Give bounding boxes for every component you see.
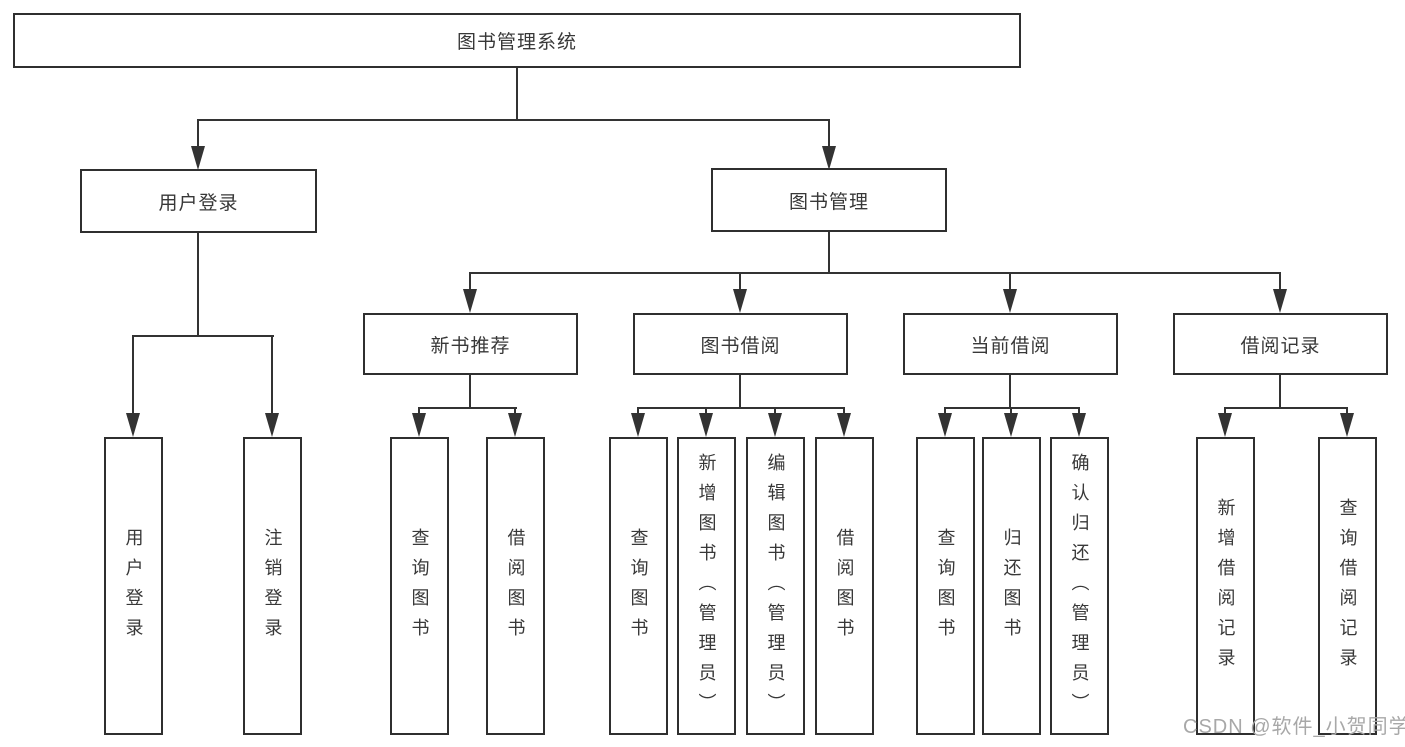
connector-drop bbox=[774, 407, 776, 415]
connector-drop bbox=[843, 407, 845, 415]
connector-root-stem bbox=[516, 68, 518, 121]
arrow-down-icon bbox=[1003, 289, 1017, 313]
connector-drop-leaf-logout bbox=[271, 335, 273, 415]
connector-drop bbox=[1346, 407, 1348, 415]
arrow-down-icon bbox=[768, 413, 782, 437]
leaf-query-books-borrowing: 查询图书 bbox=[609, 437, 668, 735]
arrow-down-icon bbox=[191, 146, 205, 170]
connector-root-branch bbox=[198, 119, 830, 121]
node-user-login: 用户登录 bbox=[80, 169, 317, 233]
connector-drop-book-management bbox=[828, 119, 830, 148]
connector-drop bbox=[944, 407, 946, 415]
connector-drop bbox=[1224, 407, 1226, 415]
arrow-down-icon bbox=[733, 289, 747, 313]
connector-borrowing-branch bbox=[637, 407, 845, 409]
csdn-watermark: CSDN @软件_小贺同学 bbox=[1183, 716, 1405, 738]
connector-drop bbox=[514, 407, 516, 415]
connector-drop bbox=[418, 407, 420, 415]
leaf-query-borrow-record: 查询借阅记录 bbox=[1318, 437, 1377, 735]
leaf-return-books: 归还图书 bbox=[982, 437, 1041, 735]
arrow-down-icon bbox=[822, 146, 836, 170]
arrow-down-icon bbox=[463, 289, 477, 313]
leaf-user-login: 用户登录 bbox=[104, 437, 163, 735]
leaf-confirm-return-admin: 确认归还（管理员） bbox=[1050, 437, 1109, 735]
connector-book-management-stem bbox=[828, 232, 830, 274]
connector-book-management-branch bbox=[469, 272, 1281, 274]
arrow-down-icon bbox=[938, 413, 952, 437]
node-book-borrowing: 图书借阅 bbox=[633, 313, 848, 375]
connector-drop-new-book bbox=[469, 272, 471, 291]
connector-drop-borrowing bbox=[739, 272, 741, 291]
connector-new-book-branch bbox=[418, 407, 517, 409]
arrow-down-icon bbox=[508, 413, 522, 437]
arrow-down-icon bbox=[265, 413, 279, 437]
connector-drop bbox=[637, 407, 639, 415]
leaf-borrow-books-recommend: 借阅图书 bbox=[486, 437, 545, 735]
connector-current-stem bbox=[1009, 375, 1011, 409]
connector-records-branch bbox=[1224, 407, 1348, 409]
connector-borrowing-stem bbox=[739, 375, 741, 409]
connector-drop-leaf-user-login bbox=[132, 335, 134, 415]
leaf-query-books-current: 查询图书 bbox=[916, 437, 975, 735]
arrow-down-icon bbox=[1340, 413, 1354, 437]
leaf-edit-books-admin: 编辑图书（管理员） bbox=[746, 437, 805, 735]
connector-user-login-stem bbox=[197, 233, 199, 337]
arrow-down-icon bbox=[1004, 413, 1018, 437]
leaf-add-books-admin: 新增图书（管理员） bbox=[677, 437, 736, 735]
node-new-book-recommendation: 新书推荐 bbox=[363, 313, 578, 375]
connector-drop-records bbox=[1279, 272, 1281, 291]
node-current-borrowing: 当前借阅 bbox=[903, 313, 1118, 375]
connector-drop bbox=[705, 407, 707, 415]
leaf-query-books-recommend: 查询图书 bbox=[390, 437, 449, 735]
arrow-down-icon bbox=[412, 413, 426, 437]
arrow-down-icon bbox=[699, 413, 713, 437]
node-library-management-system: 图书管理系统 bbox=[13, 13, 1021, 68]
arrow-down-icon bbox=[1218, 413, 1232, 437]
connector-drop bbox=[1078, 407, 1080, 415]
connector-new-book-stem bbox=[469, 375, 471, 409]
arrow-down-icon bbox=[837, 413, 851, 437]
arrow-down-icon bbox=[1072, 413, 1086, 437]
leaf-logout: 注销登录 bbox=[243, 437, 302, 735]
arrow-down-icon bbox=[1273, 289, 1287, 313]
arrow-down-icon bbox=[631, 413, 645, 437]
connector-records-stem bbox=[1279, 375, 1281, 409]
connector-current-branch bbox=[944, 407, 1080, 409]
connector-user-login-branch bbox=[132, 335, 274, 337]
node-borrowing-records: 借阅记录 bbox=[1173, 313, 1388, 375]
connector-drop-user-login bbox=[197, 119, 199, 148]
leaf-borrow-books: 借阅图书 bbox=[815, 437, 874, 735]
leaf-add-borrow-record: 新增借阅记录 bbox=[1196, 437, 1255, 735]
arrow-down-icon bbox=[126, 413, 140, 437]
node-book-management: 图书管理 bbox=[711, 168, 947, 232]
connector-drop bbox=[1010, 407, 1012, 415]
connector-drop-current bbox=[1009, 272, 1011, 291]
